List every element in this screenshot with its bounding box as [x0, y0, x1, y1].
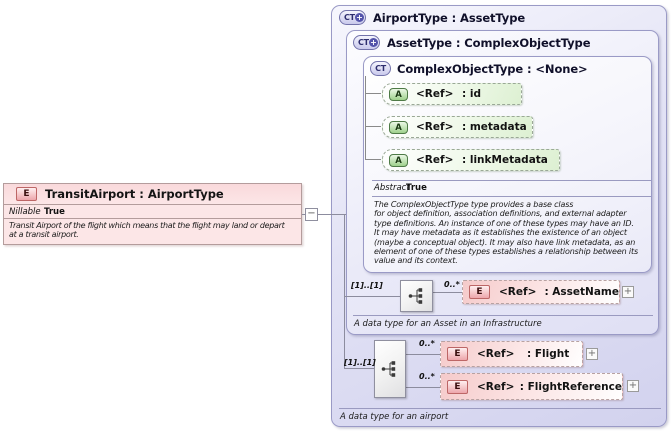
- attribute-branch-line: [365, 126, 381, 127]
- element-icon: E: [16, 187, 37, 201]
- complex-object-type-title: ComplexObjectType : <None>: [397, 62, 588, 76]
- attribute-ref: <Ref>: [416, 154, 454, 166]
- sequence-indicator[interactable]: [374, 340, 406, 398]
- complex-type-icon: CT: [370, 61, 391, 76]
- connector-line: [344, 368, 374, 369]
- expand-toggle[interactable]: +: [586, 348, 598, 360]
- node-description: Transit Airport of the flight which mean…: [9, 221, 285, 240]
- connector-line: [302, 214, 346, 215]
- element-name: : AssetName: [544, 286, 619, 298]
- divider: [372, 180, 651, 181]
- connector-line: [406, 387, 440, 388]
- attribute-branch-line: [365, 93, 381, 94]
- nillable-value: True: [44, 207, 65, 217]
- sequence-icon: [381, 361, 396, 377]
- divider: [353, 315, 653, 316]
- expand-toggle[interactable]: +: [622, 286, 634, 298]
- element-icon: E: [469, 285, 490, 299]
- attribute-ref: <Ref>: [416, 88, 454, 100]
- extension-plus-badge: +: [369, 38, 378, 47]
- nillable-label: Nillable: [9, 207, 41, 217]
- element-ref: <Ref>: [477, 348, 515, 360]
- element-ref: <Ref>: [499, 286, 537, 298]
- abstract-label: Abstract: [374, 183, 410, 193]
- attribute-ref: <Ref>: [416, 121, 454, 133]
- nillable-row: Nillable True: [4, 205, 301, 219]
- connector-line: [344, 296, 400, 297]
- divider: [339, 408, 661, 409]
- asset-type-footer: A data type for an Asset in an Infrastru…: [354, 319, 542, 329]
- attribute-icon: A: [389, 120, 408, 134]
- transit-airport-node[interactable]: E TransitAirport : AirportType Nillable …: [3, 183, 302, 245]
- sequence-indicator[interactable]: [400, 280, 433, 312]
- complex-object-type-description: The ComplexObjectType type provides a ba…: [374, 200, 638, 266]
- flight-node[interactable]: E <Ref> : Flight: [440, 341, 583, 367]
- connector-line: [344, 214, 345, 369]
- attribute-branch-line: [365, 76, 366, 159]
- divider: [372, 196, 651, 197]
- connector-line: [406, 354, 440, 355]
- connector-line: [433, 292, 462, 293]
- airport-type-footer: A data type for an airport: [340, 412, 449, 422]
- element-ref: <Ref>: [477, 380, 515, 393]
- node-title: TransitAirport : AirportType: [45, 187, 224, 201]
- assetname-node[interactable]: E <Ref> : AssetName: [462, 280, 620, 304]
- attribute-name: : linkMetadata: [462, 154, 548, 166]
- extension-plus-badge: +: [355, 13, 364, 22]
- element-name: : Flight: [527, 348, 570, 360]
- attribute-name: : metadata: [462, 121, 527, 133]
- transit-airport-header: E TransitAirport : AirportType: [4, 184, 301, 205]
- sequence-cardinality: [1]..[1]: [351, 281, 383, 290]
- sequence-icon: [408, 288, 422, 304]
- occurs-label: 0..*: [419, 339, 435, 348]
- airport-type-title: AirportType : AssetType: [373, 11, 526, 25]
- occurs-label: 0..*: [444, 280, 460, 289]
- attribute-metadata-node[interactable]: A <Ref> : metadata: [382, 116, 533, 138]
- sequence-cardinality: [1]..[1]: [344, 358, 376, 367]
- element-name: : FlightReference: [519, 380, 622, 393]
- occurs-label: 0..*: [419, 372, 435, 381]
- attribute-icon: A: [389, 153, 408, 167]
- attribute-branch-line: [365, 159, 381, 160]
- attribute-icon: A: [389, 87, 408, 101]
- attribute-id-node[interactable]: A <Ref> : id: [382, 83, 522, 105]
- attribute-linkmetadata-node[interactable]: A <Ref> : linkMetadata: [382, 149, 560, 171]
- flightreference-node[interactable]: E <Ref> : FlightReference: [440, 373, 623, 400]
- element-icon: E: [447, 379, 468, 394]
- expand-toggle[interactable]: +: [627, 380, 639, 392]
- complex-type-extension-icon: CT +: [353, 35, 380, 50]
- collapse-toggle[interactable]: −: [305, 208, 318, 221]
- asset-type-title: AssetType : ComplexObjectType: [387, 36, 591, 50]
- attribute-name: : id: [462, 88, 481, 100]
- complex-object-type-box[interactable]: CT ComplexObjectType : <None> A <Ref> : …: [363, 56, 652, 273]
- element-icon: E: [447, 347, 468, 361]
- abstract-value: True: [406, 183, 427, 193]
- complex-type-extension-icon: CT +: [339, 10, 366, 25]
